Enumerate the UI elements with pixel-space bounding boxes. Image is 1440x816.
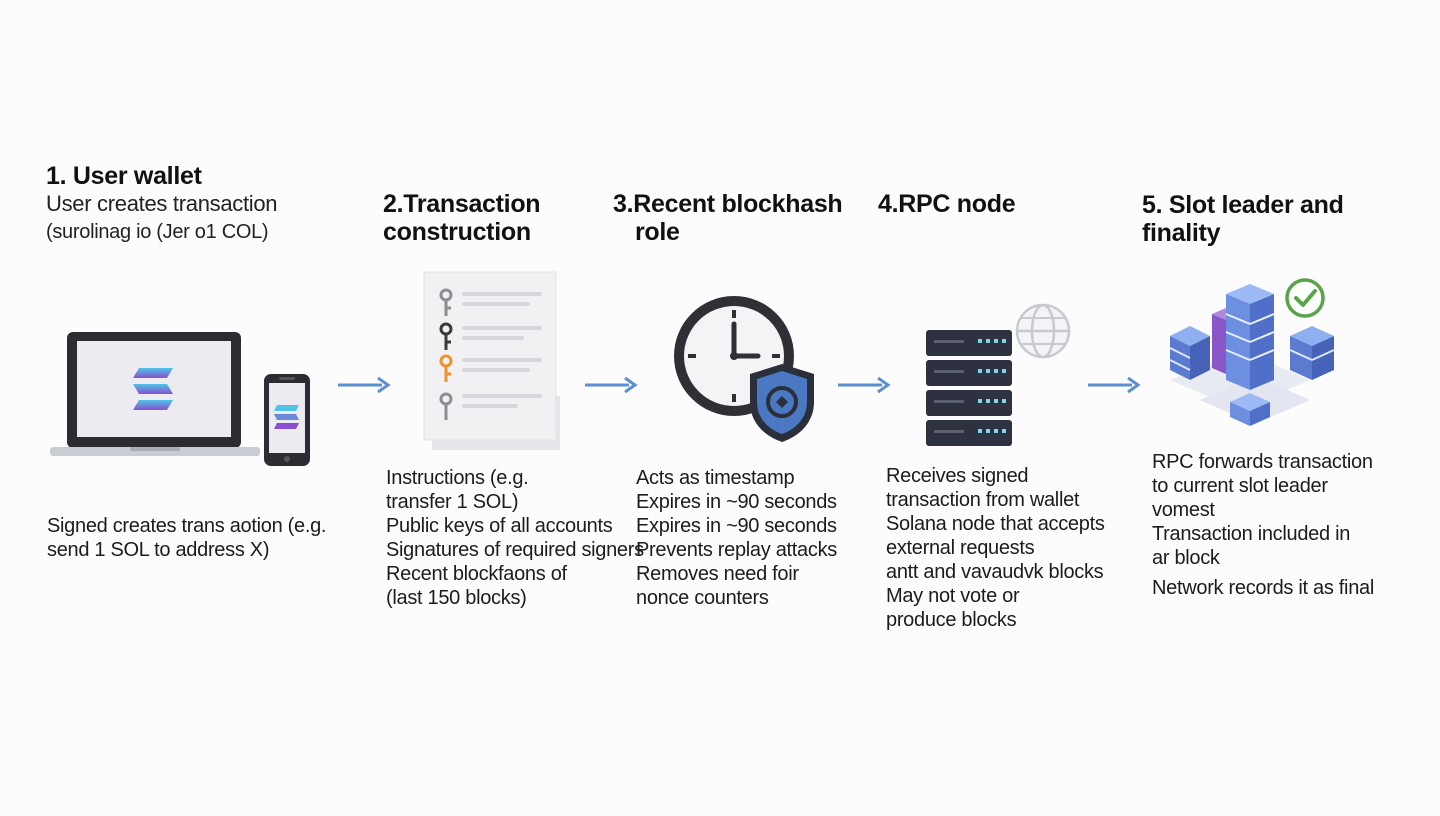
smartphone-icon [264, 374, 310, 466]
step-1-subtitle-line: User creates transaction [46, 191, 278, 216]
step-5-desc-line: Network records it as final [1152, 577, 1374, 599]
step-2-desc-line: Public keys of all accounts [386, 515, 613, 537]
key-icon [439, 392, 453, 420]
step-2-desc-line: Signatures of required signers [386, 539, 644, 561]
arrow-icon [338, 376, 391, 394]
step-1-title-line: 1. User wallet [46, 162, 202, 190]
step-3-desc-line: Acts as timestamp [636, 467, 795, 489]
step-3-desc-line: Expires in ~90 seconds [636, 515, 837, 537]
key-icon [439, 322, 453, 350]
step-1-description: Signed creates trans aotion (e.g. send 1… [47, 514, 326, 562]
step-5-desc-line: ar block [1152, 547, 1220, 569]
step-1-subtitle: User creates transaction (surolinag io (… [46, 190, 278, 246]
step-3-desc-line: Removes need foir [636, 563, 799, 585]
key-icon [439, 354, 453, 382]
globe-icon [1015, 303, 1071, 359]
arrow-icon [585, 376, 638, 394]
step-4-description: Receives signed transaction from wallet … [886, 464, 1105, 632]
step-4-desc-line: May not vote or [886, 585, 1020, 607]
step-3-desc-line: nonce counters [636, 587, 769, 609]
checkmark-icon [1285, 278, 1325, 318]
step-2-desc-line: transfer 1 SOL) [386, 491, 519, 513]
step-1-subtitle-line: (surolinag io (Jer o1 COL) [46, 221, 269, 243]
step-5-title: 5. Slot leader and finality [1142, 191, 1344, 247]
step-4-title: 4.RPC node [878, 190, 1016, 218]
step-4-desc-line: antt and vavaudvk blocks [886, 561, 1104, 583]
step-4-title-line: 4.RPC node [878, 190, 1016, 218]
step-5-desc-line: RPC forwards transaction [1152, 451, 1373, 473]
step-3-desc-line: Expires in ~90 seconds [636, 491, 837, 513]
step-5-description: RPC forwards transaction to current slot… [1152, 450, 1374, 600]
solana-logo-icon [133, 368, 173, 410]
step-2-desc-line: (last 150 blocks) [386, 587, 527, 609]
server-icon [926, 330, 1012, 446]
block-stack-icon [1169, 284, 1335, 426]
step-2-title-line: construction [383, 218, 531, 246]
step-5-desc-line: to current slot leader [1152, 475, 1328, 497]
step-4-desc-line: Receives signed [886, 465, 1029, 487]
step-3-title-line: role [635, 218, 680, 246]
step-3-description: Acts as timestamp Expires in ~90 seconds… [636, 466, 837, 610]
step-3-title: 3.Recent blockhash role [613, 190, 843, 246]
step-5-desc-line: vomest [1152, 499, 1215, 521]
step-3-desc-line: Prevents replay attacks [636, 539, 837, 561]
step-3-title-line: 3.Recent blockhash [613, 190, 843, 218]
step-2-title: 2.Transaction construction [383, 190, 541, 246]
step-4-desc-line: transaction from wallet [886, 489, 1080, 511]
step-2-desc-line: Recent blockfaons of [386, 563, 567, 585]
step-4-desc-line: external requests [886, 537, 1035, 559]
shield-icon [750, 364, 814, 442]
arrow-icon [838, 376, 891, 394]
arrow-icon [1088, 376, 1141, 394]
step-5-desc-line: Transaction included in [1152, 523, 1351, 545]
step-1-desc-line: Signed creates trans aotion (e.g. [47, 515, 327, 537]
step-2-description: Instructions (e.g. transfer 1 SOL) Publi… [386, 466, 644, 610]
step-5-title-line: 5. Slot leader and [1142, 191, 1344, 219]
step-2-desc-line: Instructions (e.g. [386, 467, 529, 489]
step-2-title-line: 2.Transaction [383, 190, 541, 218]
key-icon [439, 288, 453, 316]
step-4-desc-line: produce blocks [886, 609, 1017, 631]
step-5-title-line: finality [1142, 219, 1221, 247]
step-1-desc-line: send 1 SOL to address X) [47, 539, 270, 561]
step-1-title: 1. User wallet [46, 162, 202, 190]
step-4-desc-line: Solana node that accepts [886, 513, 1105, 535]
